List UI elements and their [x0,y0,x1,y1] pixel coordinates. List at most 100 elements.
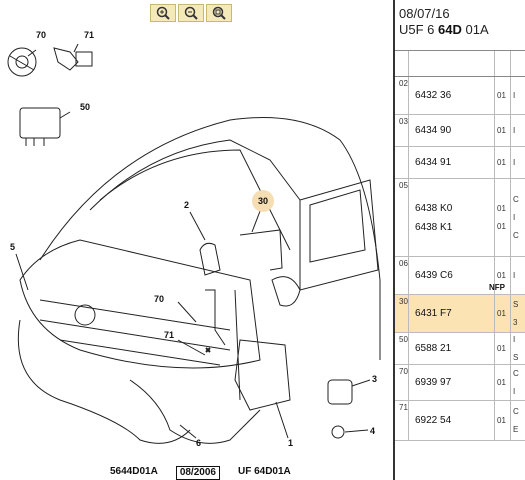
row-part-numbers: 6434 91 [409,147,495,178]
qty-value: 01 [497,204,506,213]
zoom-out-button[interactable] [178,4,204,22]
part-number: 6434 91 [415,157,452,168]
zoom-out-icon [184,6,198,20]
zoom-toolbar [150,4,232,22]
part-number: 6432 36 [415,90,452,101]
flag-value: I [513,335,516,344]
row-part-numbers: 6939 97 [409,365,495,400]
flag-value: I [513,126,516,135]
row-ref: 71 [395,401,409,440]
panel-code-bold: 64D [438,22,462,37]
row-part-numbers: 6431 F7 [409,295,495,332]
row-qty: 01 [495,401,511,440]
row-flag: I [511,77,525,114]
flag-value: I [513,271,516,280]
table-row[interactable]: 6434 91 01 I [395,147,525,179]
qty-value: 01 [497,158,506,167]
callout-2[interactable]: 2 [184,200,190,210]
flag-value: C [513,369,519,378]
row-qty: 01 [495,257,511,294]
flag-value: I [513,387,516,396]
flag-value: E [513,425,519,434]
diagram-footer: 5644D01A 08/2006 UF 64D01A [0,466,392,480]
callout-5[interactable]: 5 [10,242,16,252]
zoom-in-button[interactable] [150,4,176,22]
callout-50[interactable]: 50 [80,102,91,112]
row-ref: 06 [395,257,409,294]
flag-value: 3 [513,318,518,327]
row-part-numbers: 6438 K0 6438 K1 [409,179,495,256]
part-number: 6588 21 [415,343,452,354]
row-flag: I [511,147,525,178]
footer-ref: 5644D01A [110,466,158,477]
footer-code: UF 64D01A [237,466,291,477]
vehicle-illustration [7,43,381,444]
flag-value: C [513,195,519,204]
row-ref: 70 [395,365,409,400]
qty-value: 01 [497,416,506,425]
row-ref: 02 [395,77,409,114]
callout-71[interactable]: 71 [84,30,95,40]
footer-date: 08/2006 [175,466,220,480]
row-part-numbers: 6922 54 [409,401,495,440]
zoom-fit-icon [212,6,226,20]
callout-3[interactable]: 3 [372,374,378,384]
callout-71-lower[interactable]: 71 [164,330,175,340]
row-flag: I [511,115,525,146]
flag-value: S [513,300,519,309]
row-part-numbers: 6434 90 [409,115,495,146]
nfp-label: NFP [489,283,505,292]
row-qty: 01 [495,147,511,178]
callout-70[interactable]: 70 [36,30,47,40]
row-part-numbers: 6439 C6 [409,257,495,294]
flag-value: S [513,353,519,362]
flag-value: C [513,231,519,240]
zoom-in-icon [156,6,170,20]
callout-4[interactable]: 4 [370,426,376,436]
callout-6[interactable]: 6 [196,438,202,448]
row-flag: I [511,257,525,294]
part-number: 6438 K0 [415,202,453,214]
panel-code: U5F 6 64D 01A [399,22,489,37]
row-qty: 01 [495,333,511,364]
row-ref: 30 [395,295,409,332]
callout-70-lower[interactable]: 70 [154,294,165,304]
row-qty: 01 [495,77,511,114]
qty-value: 01 [497,378,506,387]
callout-30-highlighted[interactable]: 30 [252,190,274,212]
qty-value: 01 [497,309,506,318]
panel-date: 08/07/16 [399,6,450,21]
row-qty: 01 [495,365,511,400]
parts-diagram: 70 71 50 2 30 5 70 71 3 4 6 1 5644D01A 0… [0,4,392,480]
callout-1[interactable]: 1 [288,438,294,448]
flag-value: I [513,91,516,100]
table-row[interactable]: 02 6432 36 01 I [395,77,525,115]
flag-value: I [513,213,516,222]
row-part-numbers: 6588 21 [409,333,495,364]
qty-value: 01 [497,344,506,353]
part-number: 6438 K1 [415,221,453,233]
panel-header: 08/07/16 U5F 6 64D 01A [395,0,525,44]
part-number: 6439 C6 [415,270,453,281]
table-header-row [395,51,525,77]
part-number: 6922 54 [415,415,452,426]
qty-value: 01 [497,91,506,100]
qty-value: 01 [497,271,506,280]
flag-value: I [513,158,516,167]
zoom-fit-button[interactable] [206,4,232,22]
table-row[interactable]: 06 6439 C6 01 I NFP [395,257,525,295]
row-part-numbers: 6432 36 [409,77,495,114]
